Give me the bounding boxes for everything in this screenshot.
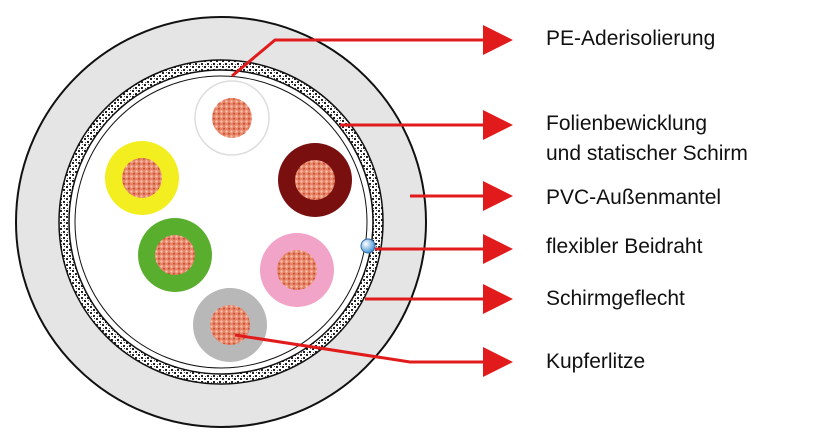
label-conductor: Kupferlitze [546, 350, 645, 373]
core-green [138, 218, 212, 292]
label-insulation: PE-Aderisolierung [546, 27, 715, 50]
core-yellow [105, 141, 179, 215]
drain-wire [360, 238, 376, 254]
core-white [194, 80, 270, 156]
label-drain-wire: flexibler Beidraht [546, 235, 703, 258]
label-foil-line1: Folienbewicklung [546, 112, 707, 135]
core-brown [278, 143, 352, 217]
arrow-insulation [231, 25, 513, 78]
core-pink [260, 233, 334, 307]
arrow-conductor [234, 333, 513, 377]
core-grey [193, 288, 267, 362]
label-jacket: PVC-Außenmantel [546, 186, 721, 209]
label-braid: Schirmgeflecht [546, 287, 685, 310]
label-foil-line2: und statischer Schirm [546, 142, 748, 165]
